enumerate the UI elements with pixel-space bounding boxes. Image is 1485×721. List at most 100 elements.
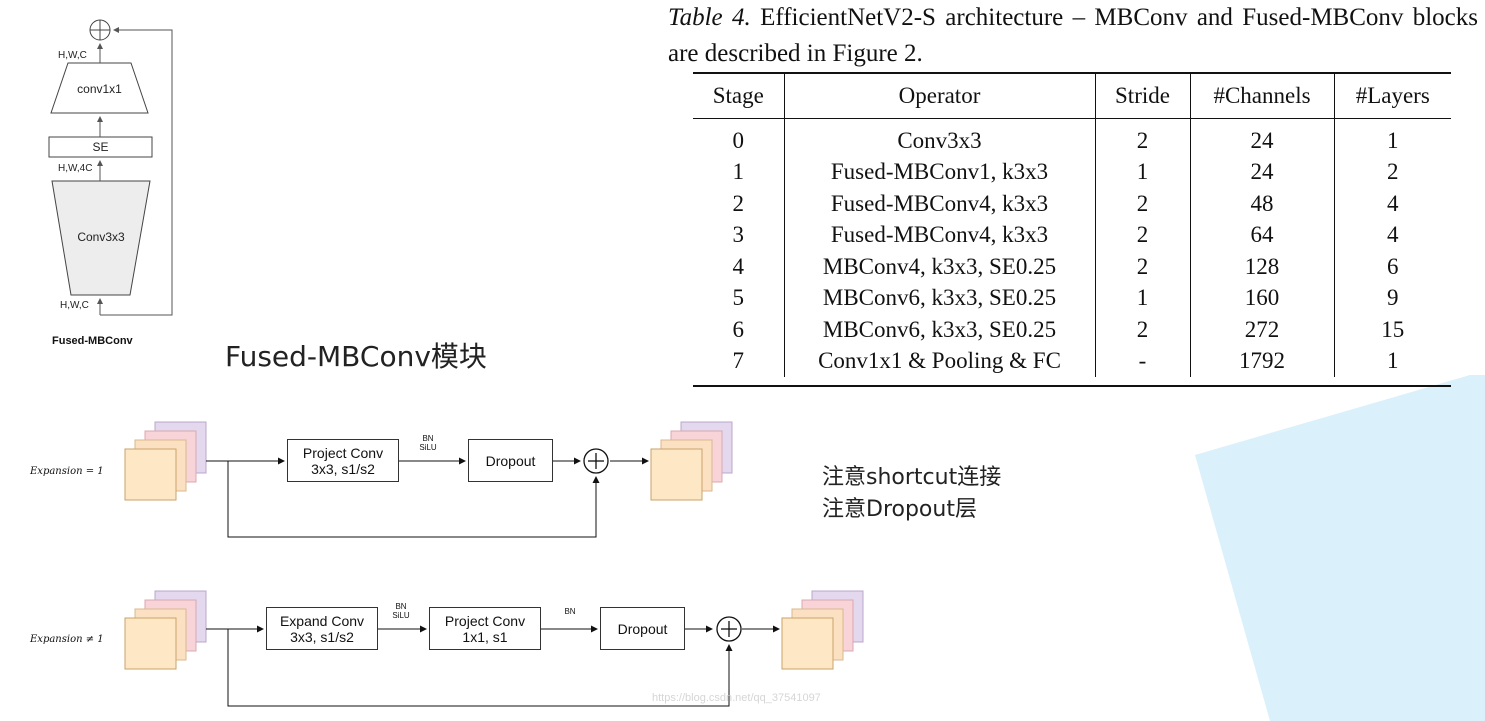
silu-label-2: SiLU <box>392 611 410 620</box>
project-conv-label-2: Project Conv <box>444 612 526 629</box>
bn-label-2: BN <box>395 602 407 611</box>
project-conv-label-1: Project Conv <box>302 444 384 461</box>
bn-silu-label-1: BN SiLU <box>412 434 444 452</box>
conv1x1-trapezoid <box>50 62 149 114</box>
expand-conv-label: Expand Conv <box>279 612 365 629</box>
add-icon-diagram-1 <box>583 448 609 474</box>
project-conv-sub-2: 1x1, s1 <box>462 628 508 645</box>
table-caption: Table 4. EfficientNetV2-S architecture –… <box>668 0 1478 72</box>
cell-operator: MBConv4, k3x3, SE0.25 <box>784 251 1096 283</box>
cell-operator: Fused-MBConv4, k3x3 <box>784 188 1096 220</box>
cell-layers: 4 <box>1387 190 1399 216</box>
cell-layers: 15 <box>1381 316 1405 342</box>
expansion-label-1: Expansion = 1 <box>30 466 104 477</box>
cell-stride: 2 <box>1095 314 1191 346</box>
watermark: https://blog.csdn.net/qq_37541097 <box>652 692 821 704</box>
cell-layers: 6 <box>1387 253 1399 279</box>
dropout-label-2: Dropout <box>617 620 668 637</box>
cell-stage: 0 <box>693 118 785 157</box>
header-operator: Operator <box>784 74 1096 119</box>
bn-label-1: BN <box>422 434 434 443</box>
cell-stage: 4 <box>693 251 785 283</box>
cell-stage: 1 <box>693 156 785 188</box>
conv3x3-trapezoid <box>51 180 151 296</box>
module-title: Fused-MBConv模块 <box>225 340 487 373</box>
note-dropout: 注意Dropout层 <box>822 497 977 522</box>
cell-operator: MBConv6, k3x3, SE0.25 <box>784 314 1096 346</box>
cell-stage: 3 <box>693 219 785 251</box>
cell-layers: 9 <box>1387 285 1399 311</box>
se-label: SE <box>92 140 109 154</box>
add-icon-diagram-2 <box>716 616 742 642</box>
note-shortcut: 注意shortcut连接 <box>822 465 1002 490</box>
architecture-table: Stage Operator Stride #Channels #Layers … <box>693 74 1451 377</box>
table-header-row: Stage Operator Stride #Channels #Layers <box>693 74 1451 119</box>
cell-channels: 64 <box>1190 219 1335 251</box>
dropout-box-1: Dropout <box>468 439 553 482</box>
output-feature-stack-2 <box>781 590 864 670</box>
cell-channels: 1792 <box>1190 345 1335 377</box>
cell-layers: 1 <box>1387 127 1399 153</box>
fused-mbconv-block-diagram <box>48 19 173 316</box>
header-stride: Stride <box>1095 74 1191 119</box>
cell-stage: 7 <box>693 345 785 377</box>
input-feature-stack-1 <box>124 421 207 501</box>
cell-stage: 5 <box>693 282 785 314</box>
cell-stride: - <box>1095 345 1191 377</box>
bn-label-3: BN <box>564 607 576 616</box>
table-bottom-rule <box>693 385 1451 387</box>
dropout-box-2: Dropout <box>600 607 685 650</box>
expand-conv-sub: 3x3, s1/s2 <box>290 628 354 645</box>
cell-layers: 2 <box>1387 159 1399 185</box>
cell-stride: 2 <box>1095 188 1191 220</box>
conv3x3-label: Conv3x3 <box>77 230 125 244</box>
cell-stride: 2 <box>1095 118 1191 157</box>
add-icon <box>89 19 111 41</box>
cell-operator: Fused-MBConv4, k3x3 <box>784 219 1096 251</box>
cell-stride: 2 <box>1095 219 1191 251</box>
caption-label: Table 4. <box>668 4 751 31</box>
cell-stage: 2 <box>693 188 785 220</box>
cell-channels: 272 <box>1190 314 1335 346</box>
project-conv-box-1: Project Conv 3x3, s1/s2 <box>287 439 399 482</box>
bn-silu-label-2: BN SiLU <box>385 602 417 620</box>
cell-channels: 24 <box>1190 118 1335 157</box>
cell-layers: 4 <box>1387 222 1399 248</box>
cell-channels: 48 <box>1190 188 1335 220</box>
header-stage: Stage <box>693 74 785 119</box>
cell-channels: 24 <box>1190 156 1335 188</box>
fused-mbconv-title: Fused-MBConv <box>52 335 133 347</box>
dim-label-top: H,W,C <box>58 50 87 61</box>
cell-stage: 6 <box>693 314 785 346</box>
cell-operator: MBConv6, k3x3, SE0.25 <box>784 282 1096 314</box>
cell-channels: 128 <box>1190 251 1335 283</box>
notes: 注意shortcut连接 注意Dropout层 <box>822 462 1001 526</box>
cell-layers: 1 <box>1387 348 1399 374</box>
cell-stride: 2 <box>1095 251 1191 283</box>
expansion-diagrams <box>124 421 864 707</box>
cell-channels: 160 <box>1190 282 1335 314</box>
caption-text: EfficientNetV2-S architecture – MBConv a… <box>668 4 1478 67</box>
project-conv-box-2: Project Conv 1x1, s1 <box>429 607 541 650</box>
conv1x1-label: conv1x1 <box>77 82 122 96</box>
silu-label-1: SiLU <box>419 443 437 452</box>
header-channels: #Channels <box>1190 74 1335 119</box>
expansion-label-2: Expansion ≠ 1 <box>30 634 104 645</box>
project-conv-sub-1: 3x3, s1/s2 <box>311 460 375 477</box>
cell-stride: 1 <box>1095 282 1191 314</box>
header-layers: #Layers <box>1334 74 1451 119</box>
dim-label-mid: H,W,4C <box>58 163 93 174</box>
cell-stride: 1 <box>1095 156 1191 188</box>
cell-operator: Conv3x3 <box>784 118 1096 157</box>
input-feature-stack-2 <box>124 590 207 670</box>
table-top-rule <box>693 72 1451 74</box>
